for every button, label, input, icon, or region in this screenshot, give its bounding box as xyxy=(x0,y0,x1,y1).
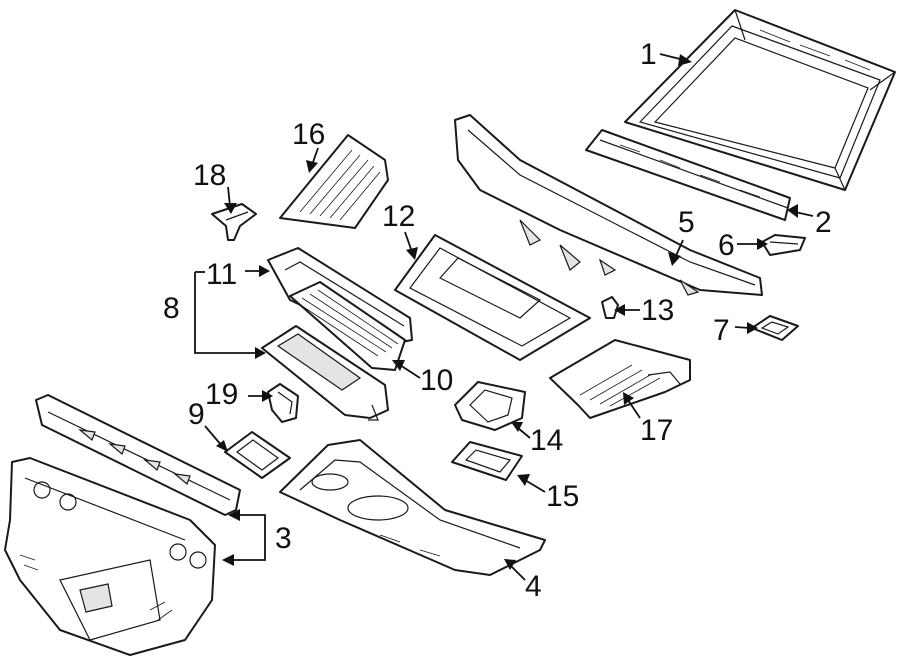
part-1-windshield xyxy=(624,9,896,191)
callout-15: 15 xyxy=(546,480,579,513)
part-10-cabin-filter xyxy=(289,281,406,371)
part-19-clip xyxy=(267,383,299,423)
part-12-panel xyxy=(394,234,591,361)
callout-12: 12 xyxy=(382,200,415,233)
callout-19: 19 xyxy=(205,378,238,411)
callout-labels: 1 2 3 4 5 6 7 8 9 10 11 12 13 14 15 16 1… xyxy=(163,38,832,603)
callout-1: 1 xyxy=(640,38,657,71)
part-9-gasket xyxy=(224,431,291,479)
leader-lines xyxy=(194,53,814,581)
callout-8: 8 xyxy=(163,292,180,325)
part-6-bracket xyxy=(761,234,806,256)
part-5-cowl-panel xyxy=(454,114,763,296)
part-18-clip xyxy=(211,203,257,241)
part-13-fastener xyxy=(601,296,619,319)
part-4-lower-trim xyxy=(279,439,546,576)
part-15-pad xyxy=(451,441,523,481)
part-3-reinforcement xyxy=(35,394,241,516)
callout-4: 4 xyxy=(525,570,542,603)
part-2-cowl-strip xyxy=(585,129,791,221)
callout-9: 9 xyxy=(188,398,205,431)
callout-16: 16 xyxy=(292,118,325,151)
part-14-bracket xyxy=(454,381,526,431)
part-8-filter-housing xyxy=(261,325,389,421)
callout-10: 10 xyxy=(420,364,453,397)
callout-7: 7 xyxy=(713,314,730,347)
part-7-pad xyxy=(751,315,799,341)
callout-13: 13 xyxy=(641,294,674,327)
callout-18: 18 xyxy=(193,159,226,192)
callout-3: 3 xyxy=(275,522,292,555)
part-3-dash-panel xyxy=(4,457,216,656)
callout-17: 17 xyxy=(640,414,673,447)
callout-11: 11 xyxy=(206,258,237,291)
part-17-tray xyxy=(549,339,691,419)
callout-2: 2 xyxy=(815,206,832,239)
callout-6: 6 xyxy=(718,229,735,262)
callout-5: 5 xyxy=(678,206,695,239)
part-16-side-panel xyxy=(279,134,389,229)
callout-14: 14 xyxy=(530,424,563,457)
